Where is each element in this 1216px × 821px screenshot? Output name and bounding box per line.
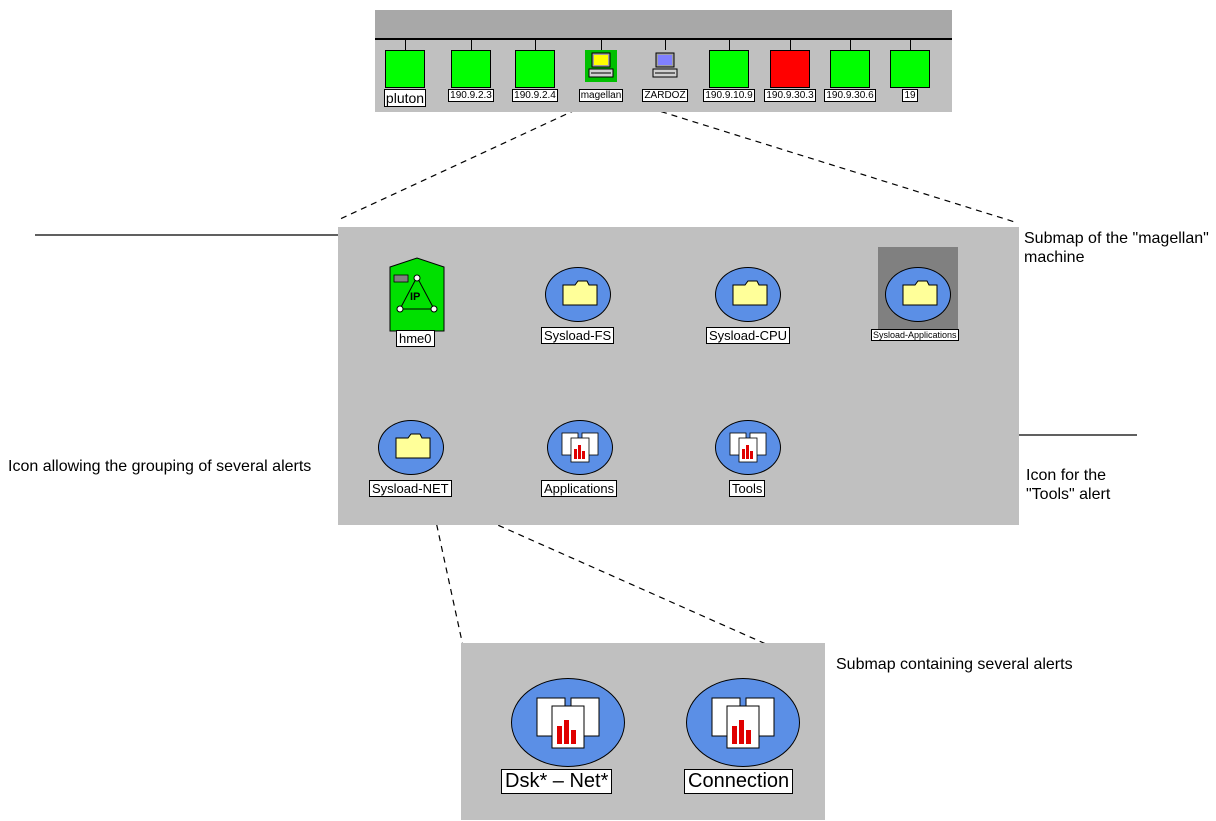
workstation-icon [585, 50, 617, 82]
node-connector [601, 38, 602, 50]
node-label-text: 190.9.2.3 [448, 89, 494, 102]
node-label: magellan [569, 89, 633, 102]
tools-label: Tools [729, 480, 766, 497]
connection-label: Connection [684, 769, 794, 794]
sysload-applications-folder-icon[interactable]: Sysload-Applications [871, 247, 986, 347]
network-node[interactable]: 190.9.30.3 [760, 10, 820, 102]
annotation-grouping-icon: Icon allowing the grouping of several al… [8, 458, 312, 475]
sysload-fs-folder-icon[interactable]: Sysload-FS [541, 267, 641, 347]
sysload-net-to-alert-left-line [431, 502, 467, 661]
network-map-panel: pluton 190.9.2.3 190.9.2.4 magellan ZARDOZ 19… [375, 10, 952, 112]
node-label-text: 19 [902, 89, 918, 102]
network-node[interactable]: ZARDOZ [633, 10, 697, 102]
map-toolbar-strip [375, 10, 952, 38]
node-connector [535, 38, 536, 50]
sysload-applications-label: Sysload-Applications [871, 329, 959, 341]
node-label-text: 190.9.2.4 [512, 89, 558, 102]
node-label: 190.9.2.3 [439, 89, 503, 102]
node-label-text: 190.9.10.9 [703, 89, 755, 102]
node-connector [405, 38, 406, 50]
network-node[interactable]: 190.9.10.9 [698, 10, 760, 102]
node-label: 19 [880, 89, 940, 102]
sysload-cpu-folder-icon[interactable]: Sysload-CPU [706, 267, 816, 347]
tools-alert-icon[interactable]: Tools [708, 420, 788, 500]
node-connector [910, 38, 911, 50]
node-status-square [830, 50, 870, 88]
node-connector [729, 38, 730, 50]
connection-alert-icon[interactable]: Connection [681, 678, 806, 798]
network-node[interactable]: pluton [375, 10, 435, 107]
node-connector [471, 38, 472, 50]
node-label: ZARDOZ [633, 89, 697, 102]
node-label: 190.9.2.4 [503, 89, 567, 102]
sysload-net-folder-icon[interactable]: Sysload-NET [369, 420, 479, 500]
sysload-fs-label: Sysload-FS [541, 327, 615, 344]
node-status-square [770, 50, 810, 88]
hme0-icon[interactable]: IP hme0 [385, 257, 448, 347]
node-status-square [385, 50, 425, 88]
node-status-square [515, 50, 555, 88]
node-label-text: 190.9.30.3 [764, 89, 816, 102]
sysload-net-to-alert-right-line [447, 502, 821, 669]
network-node[interactable]: 190.9.30.6 [820, 10, 880, 102]
node-status-square [451, 50, 491, 88]
node-label-text: ZARDOZ [642, 89, 688, 102]
workstation-icon [652, 52, 678, 78]
svg-text:IP: IP [410, 291, 420, 303]
magellan-to-submap-left-line [337, 104, 587, 221]
dsk-net-alert-icon[interactable]: Dsk* – Net* [501, 678, 636, 798]
node-label-text: 190.9.30.6 [824, 89, 876, 102]
network-bus-line [375, 38, 952, 40]
network-node[interactable]: magellan [569, 10, 633, 102]
applications-label: Applications [541, 480, 618, 497]
hme0-label: hme0 [396, 330, 435, 347]
magellan-to-submap-right-line [639, 104, 1019, 224]
magellan-submap-panel: IP hme0 Sysload-FS Sysload-CPU Sysload-A… [338, 227, 1019, 525]
node-label: pluton [375, 89, 435, 107]
node-connector [790, 38, 791, 50]
network-node[interactable]: 19 [880, 10, 940, 102]
annotation-submap-magellan: Submap of the "magellan" machine [1024, 230, 1209, 266]
node-connector [665, 38, 666, 50]
annotation-tools-alert: Icon for the "Tools" alert [1026, 467, 1111, 503]
network-node[interactable]: 190.9.2.4 [503, 10, 567, 102]
dsk-net-label: Dsk* – Net* [501, 769, 613, 794]
node-label-text: pluton [383, 89, 427, 107]
applications-alert-icon[interactable]: Applications [541, 420, 646, 500]
node-label: 190.9.30.6 [820, 89, 880, 102]
node-status-square [709, 50, 749, 88]
node-status-square [890, 50, 930, 88]
network-node[interactable]: 190.9.2.3 [439, 10, 503, 102]
node-label: 190.9.10.9 [698, 89, 760, 102]
node-connector [850, 38, 851, 50]
annotation-several-alerts: Submap containing several alerts [836, 656, 1073, 673]
sysload-cpu-label: Sysload-CPU [706, 327, 791, 344]
alert-submap-panel: Dsk* – Net* Connection [461, 643, 825, 820]
node-label-text: magellan [578, 89, 624, 102]
sysload-net-label: Sysload-NET [369, 480, 452, 497]
node-label: 190.9.30.3 [760, 89, 820, 102]
